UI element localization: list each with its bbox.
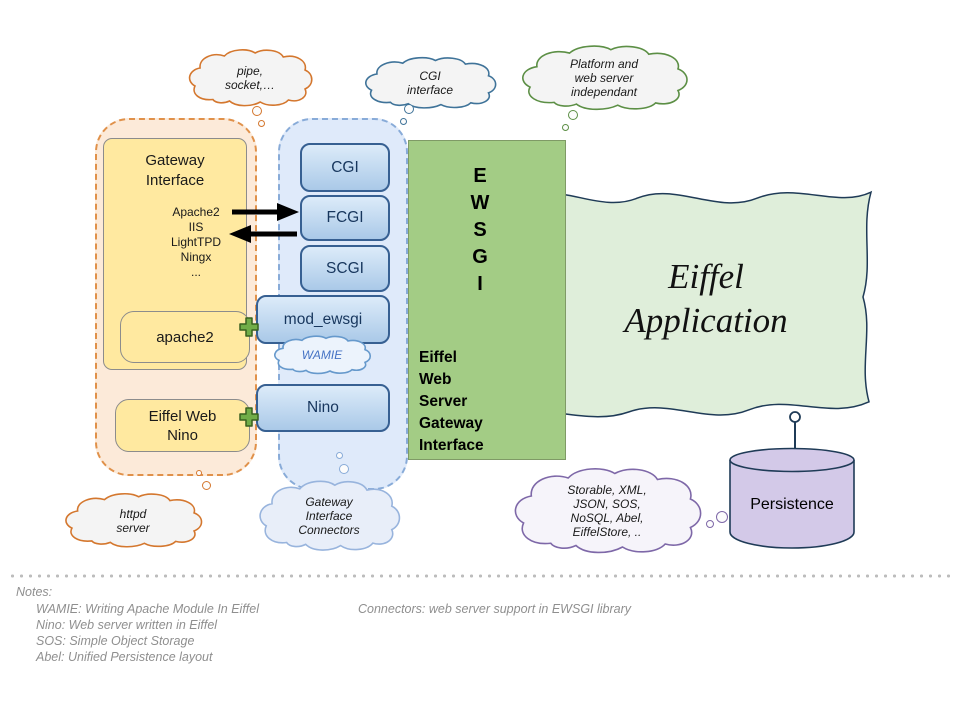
eiffel-application-banner: Eiffel Application	[515, 168, 875, 430]
note-wamie: WAMIE: Writing Apache Module In Eiffel	[36, 602, 260, 616]
eiffel-web-nino-box: Eiffel Web Nino	[115, 399, 250, 452]
storage-options-cloud: Storable, XML, JSON, SOS, NoSQL, Abel, E…	[510, 466, 704, 556]
cgi-interface-cloud-label: CGI interface	[406, 69, 454, 97]
plug-connector-icon	[239, 317, 259, 337]
apache2-box: apache2	[120, 311, 250, 363]
platform-independent-cloud: Platform and web server independant	[518, 44, 690, 112]
fcgi-box: FCGI	[300, 195, 390, 241]
persistence-database: Persistence	[728, 446, 856, 550]
request-response-arrows	[225, 198, 303, 246]
thought-trail-dot	[400, 118, 407, 125]
thought-trail-dot	[258, 120, 265, 127]
cgi-box-label: CGI	[331, 158, 359, 176]
eiffel-web-nino-label: Eiffel Web Nino	[148, 407, 217, 444]
thought-trail-dot	[404, 104, 414, 114]
arrow-right-icon	[229, 203, 299, 243]
notes-heading: Notes:	[16, 585, 53, 599]
fcgi-box-label: FCGI	[326, 209, 364, 226]
notes-separator	[8, 574, 952, 578]
nino-connector-box-label: Nino	[307, 399, 339, 416]
thought-trail-dot	[706, 520, 714, 528]
thought-trail-dot	[202, 481, 211, 490]
thought-trail-dot	[716, 511, 728, 523]
scgi-box-label: SCGI	[326, 259, 364, 277]
thought-trail-dot	[196, 470, 202, 476]
wamie-cloud: WAMIE	[272, 335, 372, 375]
gateway-connectors-cloud-label: Gateway Interface Connectors	[298, 495, 360, 537]
apache2-box-label: apache2	[156, 328, 214, 346]
pipe-socket-cloud: pipe, socket,…	[186, 48, 314, 108]
web-server-list: Apache2 IIS LightTPD Ningx ...	[170, 205, 222, 279]
note-sos: SOS: Simple Object Storage	[36, 634, 195, 648]
cgi-box: CGI	[300, 143, 390, 192]
thought-trail-dot	[339, 464, 349, 474]
thought-trail-dot	[336, 452, 343, 459]
ewsgi-full-name: Eiffel Web Server Gateway Interface	[419, 349, 484, 454]
httpd-server-cloud-label: httpd server	[116, 506, 150, 535]
ewsgi-block: E W S G I Eiffel Web Server Gateway Inte…	[408, 140, 566, 460]
pipe-socket-cloud-label: pipe, socket,…	[224, 64, 275, 92]
eiffel-application-title: Eiffel Application	[624, 257, 788, 340]
cgi-interface-cloud: CGI interface	[362, 56, 498, 110]
thought-trail-dot	[252, 106, 262, 116]
wamie-cloud-label: WAMIE	[301, 348, 343, 362]
nino-connector-box: Nino	[256, 384, 390, 432]
platform-independent-cloud-label: Platform and web server independant	[569, 57, 639, 99]
httpd-server-cloud: httpd server	[62, 492, 204, 549]
scgi-box: SCGI	[300, 245, 390, 292]
persistence-label: Persistence	[750, 496, 834, 513]
note-abel: Abel: Unified Persistence layout	[36, 650, 213, 664]
database-cylinder-icon	[729, 447, 855, 549]
thought-trail-dot	[562, 124, 569, 131]
mod-ewsgi-box-label: mod_ewsgi	[283, 310, 363, 328]
note-nino: Nino: Web server written in Eiffel	[36, 618, 218, 632]
note-connectors: Connectors: web server support in EWSGI …	[358, 602, 632, 616]
gateway-connectors-cloud: Gateway Interface Connectors	[256, 479, 402, 553]
thought-trail-dot	[568, 110, 578, 120]
storage-options-cloud-label: Storable, XML, JSON, SOS, NoSQL, Abel, E…	[567, 483, 647, 539]
plug-connector-icon	[239, 407, 259, 427]
ewsgi-acronym: E W S G I	[470, 165, 490, 295]
gateway-interface-title: Gateway Interface	[145, 152, 205, 189]
mod-ewsgi-box: mod_ewsgi	[256, 295, 390, 344]
